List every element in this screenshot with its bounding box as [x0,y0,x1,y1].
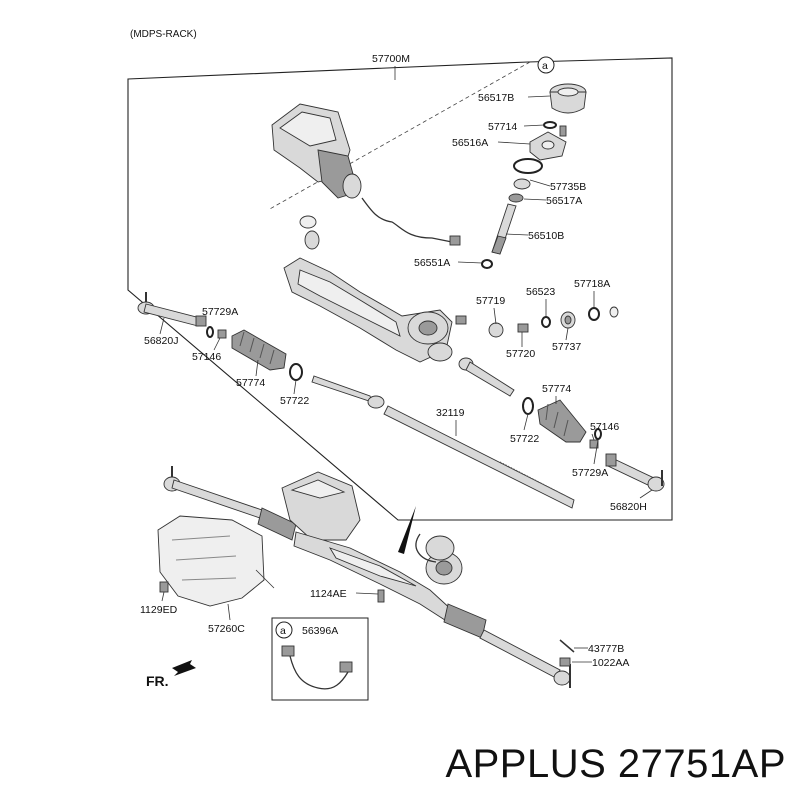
assembly-frame [127,57,673,521]
bolt-1124AE [377,589,385,603]
clamp-57722-left [289,363,303,381]
front-direction-label: FR. [146,673,169,689]
part-label-56551A: 56551A [414,257,450,269]
part-label-1124AE: 1124AE [310,588,347,600]
inset-label: 56396A [302,625,338,637]
part-label-57729A-left: 57729A [202,306,238,318]
wire-connector [449,235,461,246]
pinion-shaft-56510B [491,203,517,255]
front-arrow-icon [172,660,196,676]
housing-56516A [529,131,567,161]
tie-rod-end-left [137,292,207,327]
ring-56551A [481,259,493,269]
cover-57260C [157,515,265,607]
part-label-57722-right: 57722 [510,433,539,445]
assembled-rack [163,466,571,688]
bearing-56517A [508,193,524,203]
part-label-57737: 57737 [552,341,581,353]
part-label-57774-right: 57774 [542,383,571,395]
plug-57737 [560,311,576,329]
clip-57729A-right [594,428,602,440]
sensor-wire [361,197,453,243]
inner-tie-rod-left [311,375,385,409]
assembly-callout-text: a [542,60,548,72]
part-label-57735B: 57735B [550,181,586,193]
assembly-callout-circle [537,56,555,74]
part-label-57720: 57720 [506,348,535,360]
nut-1022AA [559,657,571,667]
cap-57718A [609,306,619,318]
yoke-57719 [488,322,504,338]
ring-57718A [588,307,600,321]
spring-57720 [517,323,529,333]
part-label-57719: 57719 [476,295,505,307]
inset-callout-text: a [280,625,286,637]
part-label-43777B: 43777B [588,643,624,655]
bolt-56516A [559,125,567,137]
nut-57146-left [217,329,227,339]
bolt-1129ED [159,581,169,593]
part-label-56517B: 56517B [478,92,514,104]
part-label-56516A: 56516A [452,137,488,149]
clip-57729A-left [206,326,214,338]
part-label-56820J: 56820J [144,335,178,347]
inner-tie-rod-right [458,357,515,397]
part-label-56523: 56523 [526,286,555,298]
assembly-label: 57700M [372,53,410,65]
part-label-57718A: 57718A [574,278,610,290]
part-label-1022AA: 1022AA [592,657,629,669]
part-label-1129ED: 1129ED [140,604,178,616]
brand-part-number: APPLUS 27751AP [445,742,786,786]
motor-unit [271,103,362,199]
part-label-57722-left: 57722 [280,395,309,407]
ring-56523 [541,316,551,328]
part-label-57714: 57714 [488,121,517,133]
part-label-56510B: 56510B [528,230,564,242]
part-label-57146-left: 57146 [192,351,221,363]
part-label-56517A: 56517A [546,195,582,207]
assembly-dashed-leader [267,61,531,211]
bearing-57735B [513,178,531,190]
rack-housing [283,215,467,363]
part-label-57260C: 57260C [208,623,245,635]
tie-rod-end-right [605,453,665,492]
o-ring-57714 [543,121,557,129]
boot-57774-left [231,329,287,371]
part-label-56820H: 56820H [610,501,647,513]
part-label-57146-right: 57146 [590,421,619,433]
wiring-harness-56396A [281,645,353,690]
boot-57774-right [537,399,587,443]
part-label-57774-left: 57774 [236,377,265,389]
part-label-32119: 32119 [436,407,465,419]
seal-57735B [513,158,543,174]
inset-callout-circle [275,621,293,639]
indicator-wedge [398,506,416,554]
pin-43777B [559,639,575,653]
section-label: (MDPS-RACK) [130,29,197,40]
clamp-57722-right [522,397,534,415]
end-cap-56517B [549,83,587,114]
part-label-57729A-right: 57729A [572,467,608,479]
rack-bar-32119 [383,405,575,509]
